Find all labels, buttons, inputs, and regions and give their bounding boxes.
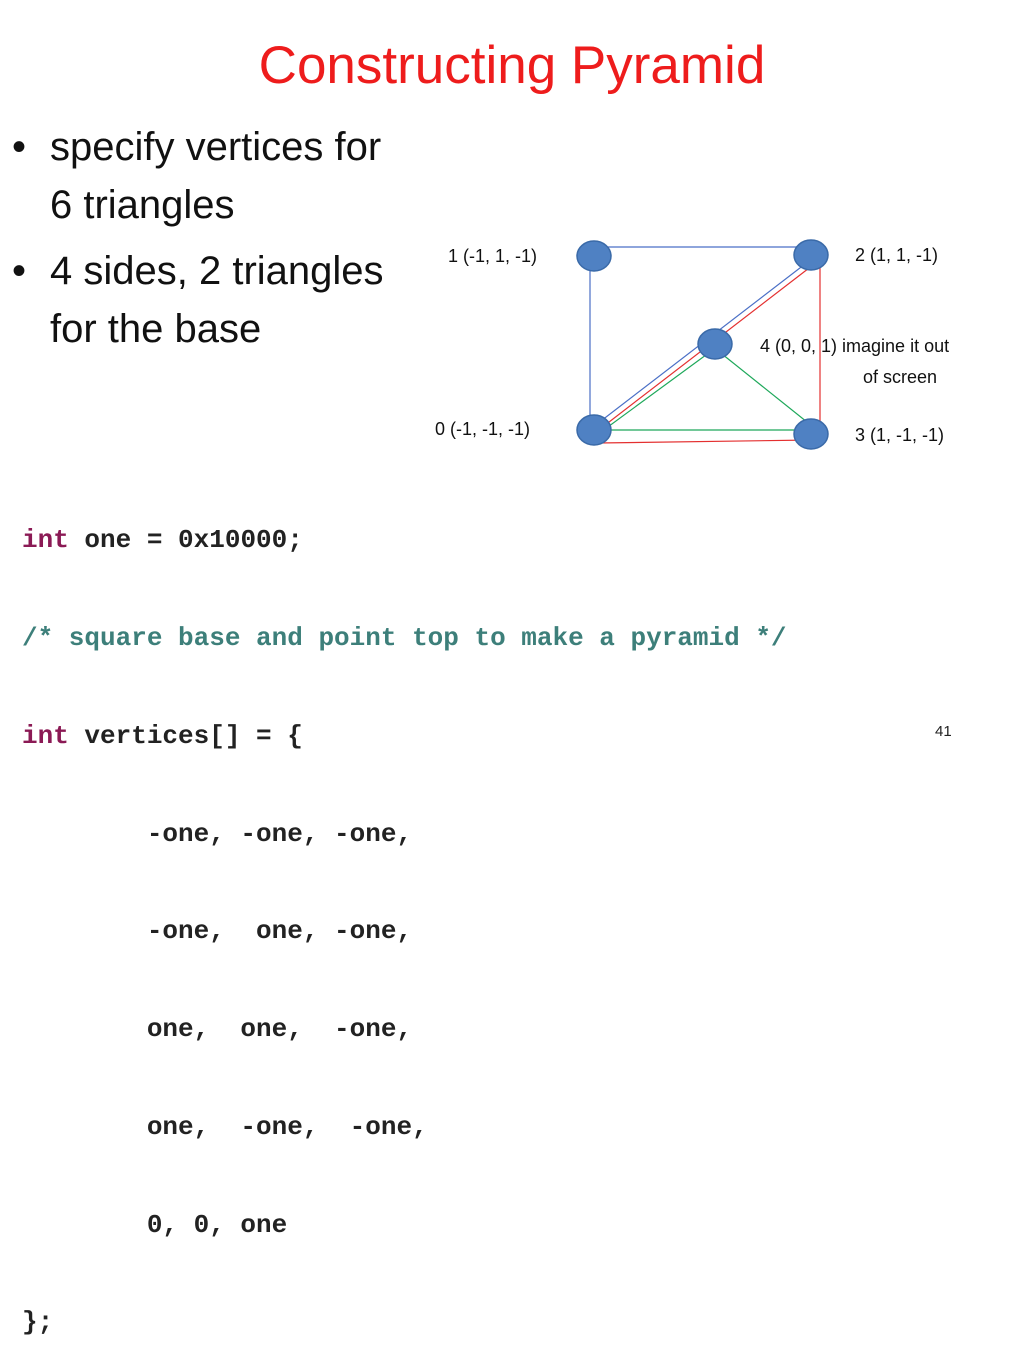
edge-0-3-red <box>597 439 814 444</box>
code-line: one, one, -one, <box>22 1013 787 1046</box>
bullet-line: for the base <box>50 307 262 351</box>
vertex-label-2: 2 (1, 1, -1) <box>855 245 938 265</box>
code-comment: /* square base and point top to make a p… <box>22 622 787 653</box>
code-text: -one, -one, -one, <box>22 818 413 849</box>
code-text: one, one, -one, <box>22 1014 413 1045</box>
bullet-item: • specify vertices for 6 triangles <box>12 118 452 234</box>
bullet-line: specify vertices for <box>50 125 382 169</box>
code-keyword: int <box>22 525 69 556</box>
vertex-label-0: 0 (-1, -1, -1) <box>435 419 530 439</box>
vertex-label-1: 1 (-1, 1, -1) <box>448 246 537 266</box>
vertex-label-3: 3 (1, -1, -1) <box>855 425 944 445</box>
bullet-line: 4 sides, 2 triangles <box>50 249 384 293</box>
vertex-node-4 <box>697 328 733 360</box>
bullet-line: 6 triangles <box>50 183 235 227</box>
code-block: int one = 0x10000; /* square base and po… <box>22 459 787 1372</box>
code-line: one, -one, -one, <box>22 1111 787 1144</box>
vertex-label-4-line2: of screen <box>863 367 937 387</box>
code-text: one = 0x10000; <box>68 525 303 556</box>
code-line: }; <box>22 1306 787 1339</box>
slide-title: Constructing Pyramid <box>258 36 766 95</box>
code-comment-line: /* square base and point top to make a p… <box>22 622 787 655</box>
code-text: one, -one, -one, <box>22 1111 428 1142</box>
code-keyword: int <box>22 720 69 751</box>
vertex-label-4-line1: 4 (0, 0, 1) imagine it out <box>760 336 949 356</box>
code-line: 0, 0, one <box>22 1209 787 1242</box>
code-line: int vertices[] = { <box>22 720 787 753</box>
vertex-node-2 <box>793 239 829 271</box>
bullet-item: • 4 sides, 2 triangles for the base <box>12 242 452 358</box>
pyramid-diagram: 1 (-1, 1, -1) 2 (1, 1, -1) 4 (0, 0, 1) i… <box>435 239 949 450</box>
code-text: vertices[] = { <box>68 720 303 751</box>
code-text: }; <box>22 1307 54 1338</box>
edge-4-3-green <box>716 349 813 427</box>
code-line: -one, -one, -one, <box>22 818 787 851</box>
bullet-dot: • <box>12 125 27 169</box>
edge-0-4-green <box>600 351 711 433</box>
code-line: -one, one, -one, <box>22 915 787 948</box>
code-text: -one, one, -one, <box>22 916 413 947</box>
code-line: int one = 0x10000; <box>22 524 787 557</box>
vertex-node-0 <box>576 414 612 446</box>
page-number: 41 <box>935 723 952 740</box>
bullet-dot: • <box>12 249 27 293</box>
bullet-list: • specify vertices for 6 triangles • 4 s… <box>12 118 452 366</box>
vertex-node-1 <box>576 240 612 272</box>
code-text: 0, 0, one <box>22 1209 288 1240</box>
vertex-node-3 <box>793 418 829 450</box>
